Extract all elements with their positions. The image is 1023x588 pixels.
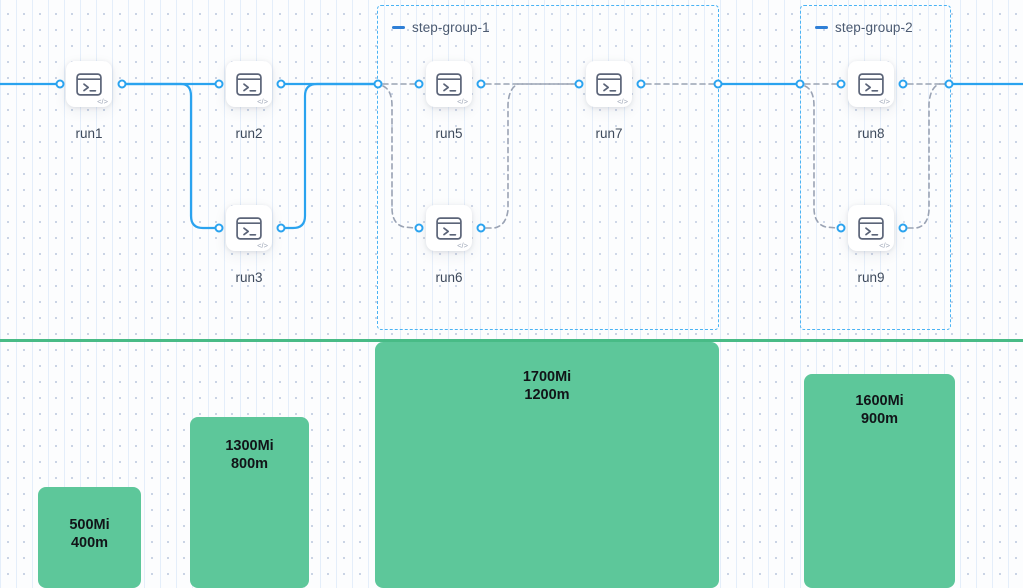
port-run2-in[interactable] — [214, 79, 224, 89]
edge-run1-to-run3 — [124, 82, 217, 230]
edge-group2in-to-run9 — [804, 85, 838, 229]
node-run6[interactable]: </> — [426, 205, 472, 251]
group-label-step-group-2: step-group-2 — [815, 20, 913, 35]
terminal-icon — [858, 72, 884, 96]
port-step-group-1-in[interactable] — [373, 79, 383, 89]
resource-bar-1300Mi[interactable]: 1300Mi 800m — [190, 417, 309, 588]
port-run3-in[interactable] — [214, 223, 224, 233]
port-run8-in[interactable] — [836, 79, 846, 89]
terminal-icon — [858, 216, 884, 240]
port-run1-out[interactable] — [117, 79, 127, 89]
code-icon: </> — [457, 96, 468, 106]
port-run9-out[interactable] — [898, 223, 908, 233]
node-run8[interactable]: </> — [848, 61, 894, 107]
resource-bar-1600Mi[interactable]: 1600Mi 900m — [804, 374, 955, 588]
port-step-group-1-out[interactable] — [713, 79, 723, 89]
node-run3[interactable]: </> — [226, 205, 272, 251]
node-run5[interactable]: </> — [426, 61, 472, 107]
minus-icon[interactable] — [392, 26, 405, 29]
node-run1[interactable]: </> — [66, 61, 112, 107]
port-run8-out[interactable] — [898, 79, 908, 89]
code-icon: </> — [879, 96, 890, 106]
resource-section-divider — [0, 339, 1023, 342]
node-label-run5: run5 — [435, 126, 463, 141]
port-run6-in[interactable] — [414, 223, 424, 233]
resource-bar-1700Mi[interactable]: 1700Mi 1200m — [375, 342, 719, 588]
edge-run9-to-group2out — [907, 83, 946, 229]
node-label-run7: run7 — [595, 126, 623, 141]
code-icon: </> — [457, 240, 468, 250]
code-icon: </> — [879, 240, 890, 250]
port-step-group-2-in[interactable] — [795, 79, 805, 89]
edge-run6-to-run7 — [485, 83, 576, 229]
code-icon: </> — [617, 96, 628, 106]
port-run6-out[interactable] — [476, 223, 486, 233]
port-run3-out[interactable] — [276, 223, 286, 233]
node-run2[interactable]: </> — [226, 61, 272, 107]
port-run2-out[interactable] — [276, 79, 286, 89]
terminal-icon — [436, 216, 462, 240]
code-icon: </> — [257, 240, 268, 250]
resource-bar-label: 1300Mi 800m — [225, 438, 274, 472]
terminal-icon — [76, 72, 102, 96]
port-run5-in[interactable] — [414, 79, 424, 89]
node-label-run9: run9 — [857, 270, 885, 285]
resource-bar-label: 1700Mi 1200m — [522, 369, 572, 403]
group-title: step-group-2 — [835, 20, 913, 35]
node-label-run1: run1 — [75, 126, 103, 141]
node-run7[interactable]: </> — [586, 61, 632, 107]
node-label-run2: run2 — [235, 126, 263, 141]
group-box-step-group-2[interactable]: step-group-2 — [800, 5, 951, 330]
port-run7-out[interactable] — [636, 79, 646, 89]
edge-run3-to-group1 — [283, 82, 376, 230]
port-step-group-2-out[interactable] — [944, 79, 954, 89]
group-title: step-group-1 — [412, 20, 490, 35]
node-label-run8: run8 — [857, 126, 885, 141]
node-label-run6: run6 — [435, 270, 463, 285]
code-icon: </> — [97, 96, 108, 106]
port-run1-in[interactable] — [55, 79, 65, 89]
terminal-icon — [236, 72, 262, 96]
terminal-icon — [596, 72, 622, 96]
node-label-run3: run3 — [235, 270, 263, 285]
group-label-step-group-1: step-group-1 — [392, 20, 490, 35]
node-run9[interactable]: </> — [848, 205, 894, 251]
port-run5-out[interactable] — [476, 79, 486, 89]
edge-group1in-to-run6 — [382, 85, 416, 229]
resource-bar-500Mi[interactable]: 500Mi 400m — [38, 487, 141, 588]
terminal-icon — [236, 216, 262, 240]
resource-bar-label: 1600Mi 900m — [855, 393, 904, 427]
code-icon: </> — [257, 96, 268, 106]
group-box-step-group-1[interactable]: step-group-1 — [377, 5, 719, 330]
port-run9-in[interactable] — [836, 223, 846, 233]
resource-bar-label: 500Mi 400m — [69, 517, 110, 551]
minus-icon[interactable] — [815, 26, 828, 29]
terminal-icon — [436, 72, 462, 96]
port-run7-in[interactable] — [574, 79, 584, 89]
